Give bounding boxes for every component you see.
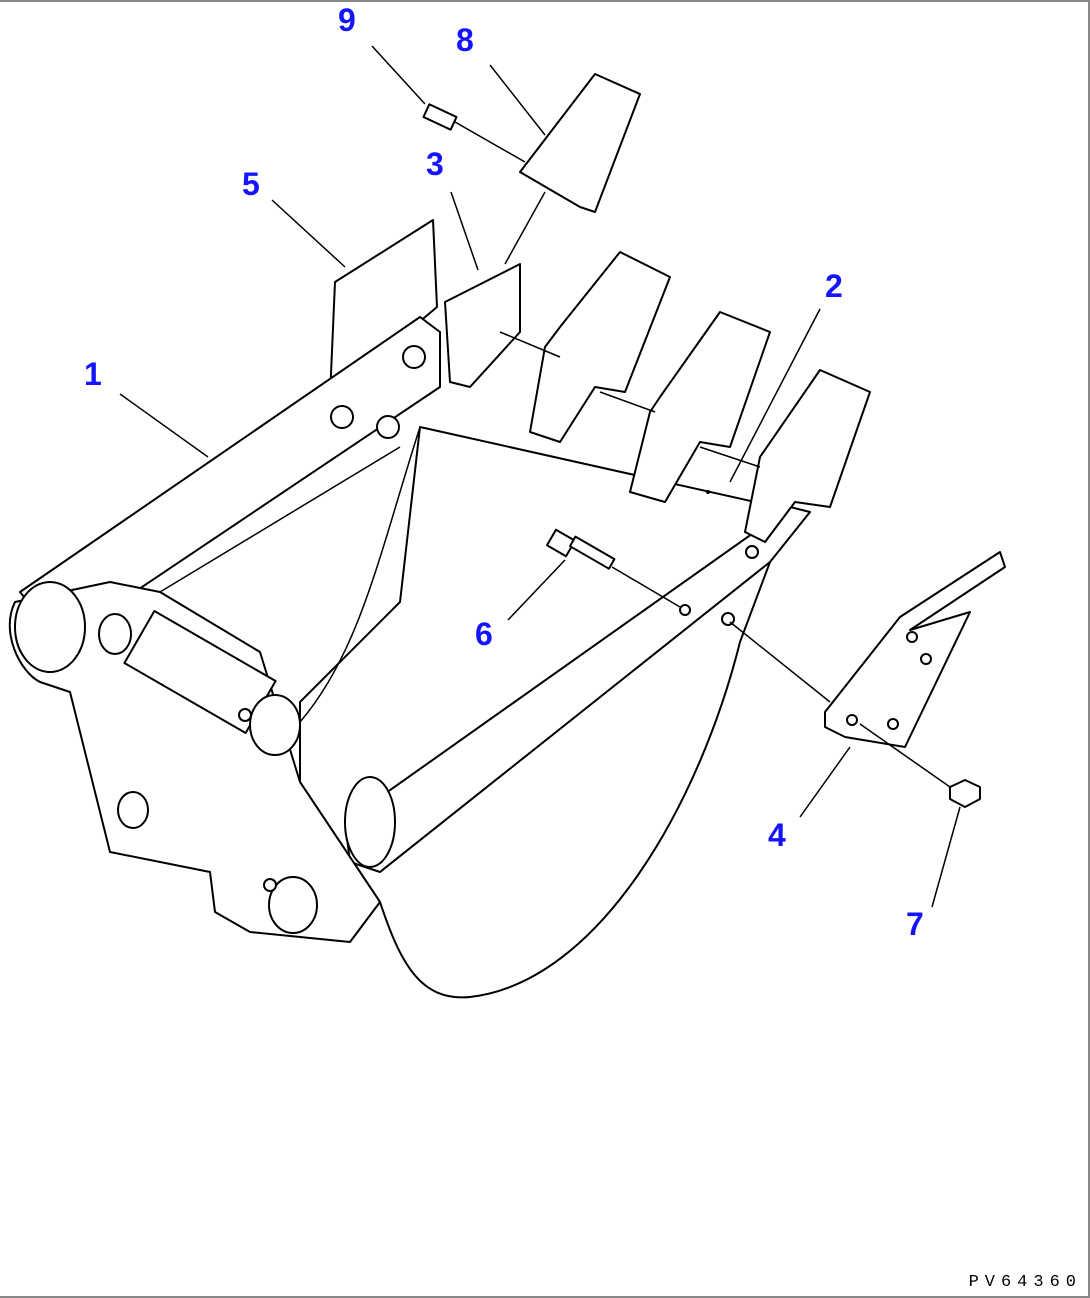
callout-5: 5 — [242, 166, 260, 202]
callout-2: 2 — [825, 268, 843, 304]
callout-3: 3 — [426, 146, 444, 182]
callout-8: 8 — [456, 22, 474, 58]
teeth-part — [422, 73, 871, 543]
callout-6: 6 — [475, 616, 493, 652]
side-cutter-part — [729, 551, 1006, 808]
callout-9: 9 — [338, 2, 356, 38]
callout-1: 1 — [84, 356, 102, 392]
bolt-part — [545, 528, 681, 608]
side-plate-part — [329, 219, 438, 398]
callout-7: 7 — [906, 906, 924, 942]
nut-part — [949, 779, 981, 808]
bucket-body-part — [8, 316, 811, 999]
leader-lines — [119, 45, 961, 908]
drawing-code: PV64360 — [968, 1273, 1082, 1292]
callout-4: 4 — [768, 817, 786, 853]
